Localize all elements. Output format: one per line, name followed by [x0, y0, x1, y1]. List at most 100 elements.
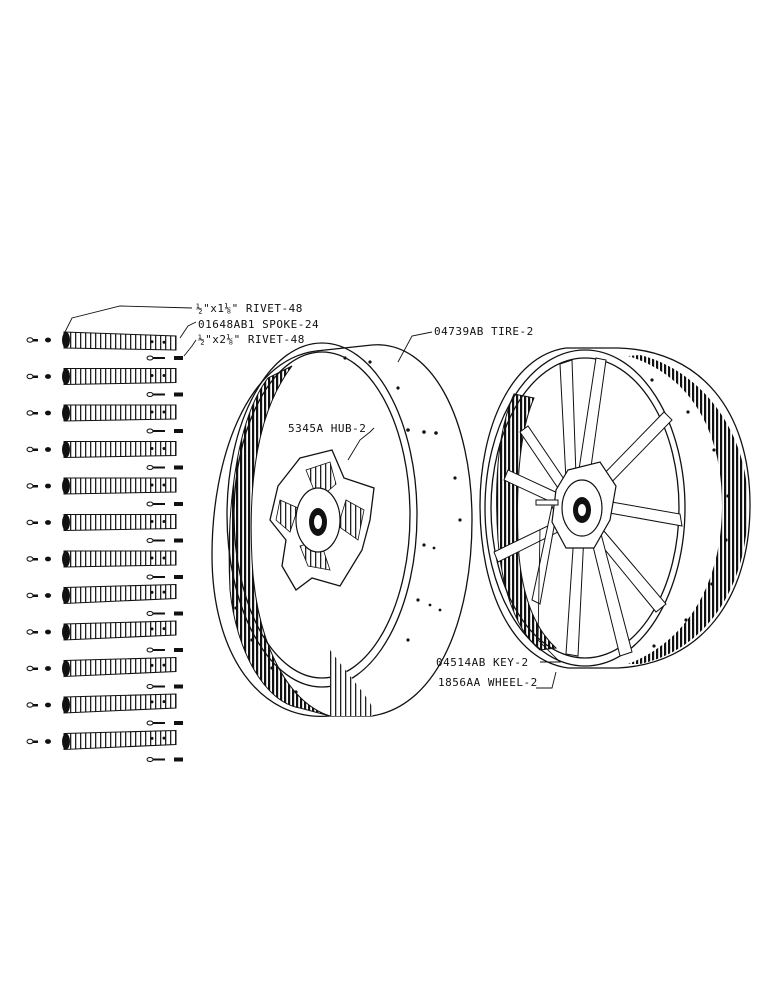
tire-inner-tread [228, 365, 331, 717]
rivet-short-shank [33, 485, 38, 488]
rivet-short-head-2 [45, 337, 51, 343]
rivet-short-head-2 [45, 702, 51, 708]
label-wheel: 1856AA WHEEL-2 [438, 676, 538, 689]
rivet-short-shank [33, 631, 38, 634]
rivet-short-head-2 [45, 447, 51, 452]
rivet-long-head [146, 428, 154, 434]
rivet-long-nut [174, 392, 183, 397]
rivet-long-head [146, 684, 154, 689]
spoke-hole [162, 627, 166, 631]
spoke-end [62, 551, 70, 567]
rivet-long-nut [174, 356, 183, 360]
spoke-end [62, 587, 70, 604]
rivet-long-shank [153, 503, 165, 505]
rivet-long-nut [174, 648, 183, 652]
spoke-hole [162, 483, 166, 487]
spoke-hole [150, 700, 154, 704]
rivet-long-shank [153, 758, 165, 761]
leader-lines [63, 305, 562, 689]
spoke-hole [150, 590, 154, 594]
rivet-short-shank [33, 740, 38, 743]
spoke-bar [63, 368, 177, 386]
rivet-short-head-2 [45, 374, 51, 379]
spoke-hole [150, 374, 154, 377]
rivet-long-nut [174, 429, 183, 433]
rivet-short-shank [33, 448, 38, 451]
rivet-long-nut [174, 611, 183, 616]
callout-labels: ½"x1⅛" RIVET-48 01648AB1 SPOKE-24 ½"x2⅛"… [196, 302, 538, 689]
rivet-long-shank [153, 430, 165, 432]
rivet-short-head [26, 373, 34, 380]
wheel-hub [535, 461, 617, 549]
spoke-bar [63, 441, 177, 459]
rivet-short-head [26, 665, 34, 672]
rivet-short-head-2 [45, 556, 51, 562]
rivet-short-head-2 [45, 520, 51, 525]
spoke-hole [150, 627, 154, 631]
spoke-bar [63, 583, 177, 605]
label-key: 04514AB KEY-2 [436, 656, 529, 669]
spoke-hole [162, 447, 166, 450]
rivet-long-head [146, 355, 154, 361]
rivet-long-head [146, 757, 154, 762]
spoke-bar [63, 620, 177, 641]
tire-assembly [211, 342, 473, 717]
spoke-column [26, 331, 183, 762]
rivet-short-shank [33, 667, 38, 670]
rivet-long-shank [153, 576, 165, 578]
rivet-long-shank [153, 466, 165, 469]
rivet-long-nut [174, 721, 183, 725]
rivet-short-shank [33, 521, 38, 524]
rivet-short-head-2 [45, 483, 51, 489]
label-rivet-short: ½"x1⅛" RIVET-48 [196, 302, 303, 315]
rivet-long-nut [174, 575, 183, 579]
rivet-long-nut [174, 757, 183, 762]
rivet-short-shank [33, 375, 38, 378]
rivet-short-shank [33, 339, 38, 342]
rivet-short-head-2 [45, 629, 51, 635]
rivet-short-shank [33, 594, 38, 597]
spoke-hole [162, 374, 166, 377]
spoke-end [62, 624, 70, 640]
spoke-hole [150, 483, 154, 487]
wheel-spokes [493, 357, 683, 657]
spoke-end [62, 660, 70, 677]
rivet-short-head [26, 629, 34, 635]
rivet-short-head [26, 556, 34, 562]
wheel-band [479, 347, 751, 669]
rivet-long-head [146, 501, 154, 507]
label-hub: 5345A HUB-2 [288, 422, 366, 435]
spoke-hole [150, 736, 154, 740]
rivet-long-head [146, 647, 154, 653]
spoke-end [62, 368, 70, 385]
wheel-inner-tread [496, 393, 558, 651]
spoke-hole [162, 410, 166, 414]
spoke-end [62, 733, 70, 750]
rivet-long-shank [153, 722, 165, 724]
wheel-rivet-holes [650, 378, 730, 648]
spoke-bar [63, 729, 177, 751]
wheel-rim [484, 349, 686, 667]
rivet-short-head-2 [45, 739, 51, 744]
spoke-hole [162, 556, 166, 560]
key-part [535, 499, 559, 506]
spoke-hole [162, 590, 166, 594]
rivet-short-head [26, 702, 34, 708]
spoke-end [62, 332, 70, 348]
rivet-short-head [26, 337, 34, 343]
rivet-short-shank [33, 558, 38, 561]
spoke-bar [63, 477, 177, 495]
rivet-long-head [146, 465, 154, 470]
rivet-long-head [146, 392, 154, 397]
rivet-short-head [26, 483, 34, 489]
rivet-short-head [26, 738, 34, 745]
hub [269, 449, 375, 591]
rivet-short-head [26, 592, 34, 599]
wheel-tread [628, 355, 748, 664]
spoke-hole [162, 736, 166, 740]
rivet-short-shank [33, 412, 38, 415]
spoke-hole [150, 447, 154, 450]
spoke-end [62, 405, 70, 421]
rivet-long-shank [153, 649, 165, 651]
